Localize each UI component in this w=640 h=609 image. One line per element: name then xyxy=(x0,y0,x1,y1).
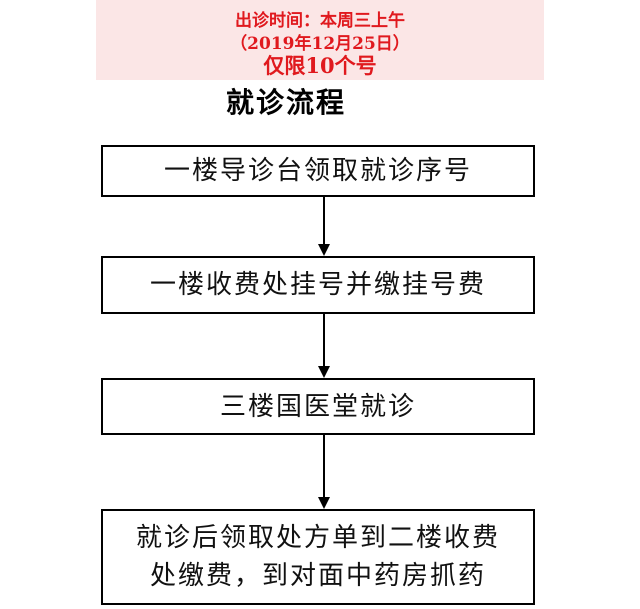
step-3-text: 三楼国医堂就诊 xyxy=(219,391,416,422)
arrow-down-icon xyxy=(318,197,330,256)
step-box-4: 就诊后领取处方单到二楼收费 处缴费，到对面中药房抓药 xyxy=(101,509,535,605)
step-4-line-1: 就诊后领取处方单到二楼收费 xyxy=(135,523,500,553)
clinic-date-text: （2019年12月25日） xyxy=(230,34,410,54)
arrow-3-head xyxy=(318,497,330,509)
notice-banner: 出诊时间：本周三上午 （2019年12月25日） 仅限10个号 xyxy=(96,0,544,80)
step-box-3: 三楼国医堂就诊 xyxy=(101,378,535,435)
clinic-time-text: 出诊时间：本周三上午 xyxy=(235,11,405,31)
step-1-text: 一楼导诊台领取就诊序号 xyxy=(163,156,472,186)
step-box-2: 一楼收费处挂号并缴挂号费 xyxy=(101,256,535,314)
arrow-1-shaft xyxy=(323,197,325,245)
flowchart-poster: 出诊时间：本周三上午 （2019年12月25日） 仅限10个号 就诊流程 一楼导… xyxy=(96,0,544,609)
arrow-3-shaft xyxy=(323,435,325,498)
step-2-text: 一楼收费处挂号并缴挂号费 xyxy=(149,270,486,300)
arrow-2-head xyxy=(318,366,330,378)
arrow-2-shaft xyxy=(323,314,325,367)
arrow-1-head xyxy=(318,244,330,256)
step-4-text: 就诊后领取处方单到二楼收费 处缴费，到对面中药房抓药 xyxy=(136,519,500,595)
arrow-down-icon xyxy=(318,314,330,378)
arrow-down-icon xyxy=(318,435,330,509)
quota-text: 仅限10个号 xyxy=(263,53,377,78)
step-4-line-2: 处缴费，到对面中药房抓药 xyxy=(149,561,486,591)
flowchart-title: 就诊流程 xyxy=(226,86,347,119)
step-box-1: 一楼导诊台领取就诊序号 xyxy=(101,145,535,197)
